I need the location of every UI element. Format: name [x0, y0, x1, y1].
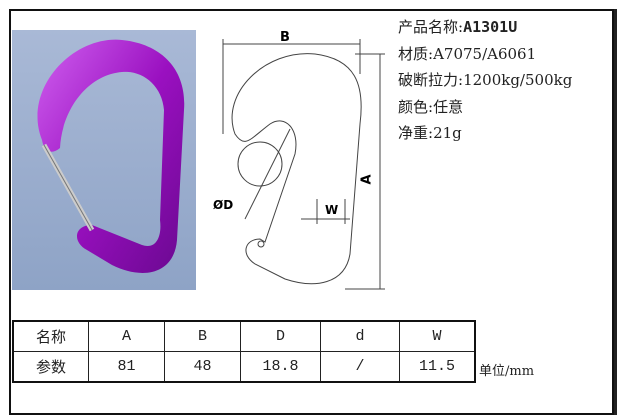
spec-strength: 破断拉力:1200kg/500kg — [398, 71, 573, 89]
spec-list: 产品名称:A1301U 材质:A7075/A6061 破断拉力:1200kg/5… — [398, 14, 572, 147]
table-header-row: 名称 A B D d W — [12, 320, 476, 352]
label-a: A — [359, 174, 375, 185]
table-row: 参数 81 48 18.8 / 11.5 — [12, 351, 476, 383]
unit-label: 单位/mm — [479, 364, 535, 379]
spec-name: 产品名称:A1301U — [398, 18, 518, 36]
label-b: B — [280, 30, 290, 45]
label-w: W — [325, 203, 339, 217]
sheet-frame — [9, 9, 614, 415]
product-photo — [12, 30, 196, 290]
spec-color: 颜色:任意 — [398, 97, 464, 116]
right-border — [614, 9, 617, 415]
label-d: ØD — [213, 198, 234, 212]
spec-weight: 净重:21g — [398, 124, 462, 142]
dimension-table: 名称 A B D d W 参数 81 48 18.8 / 11.5 — [12, 320, 476, 383]
dimension-drawing: B A ØD W — [205, 14, 390, 299]
spec-material: 材质:A7075/A6061 — [398, 44, 537, 63]
